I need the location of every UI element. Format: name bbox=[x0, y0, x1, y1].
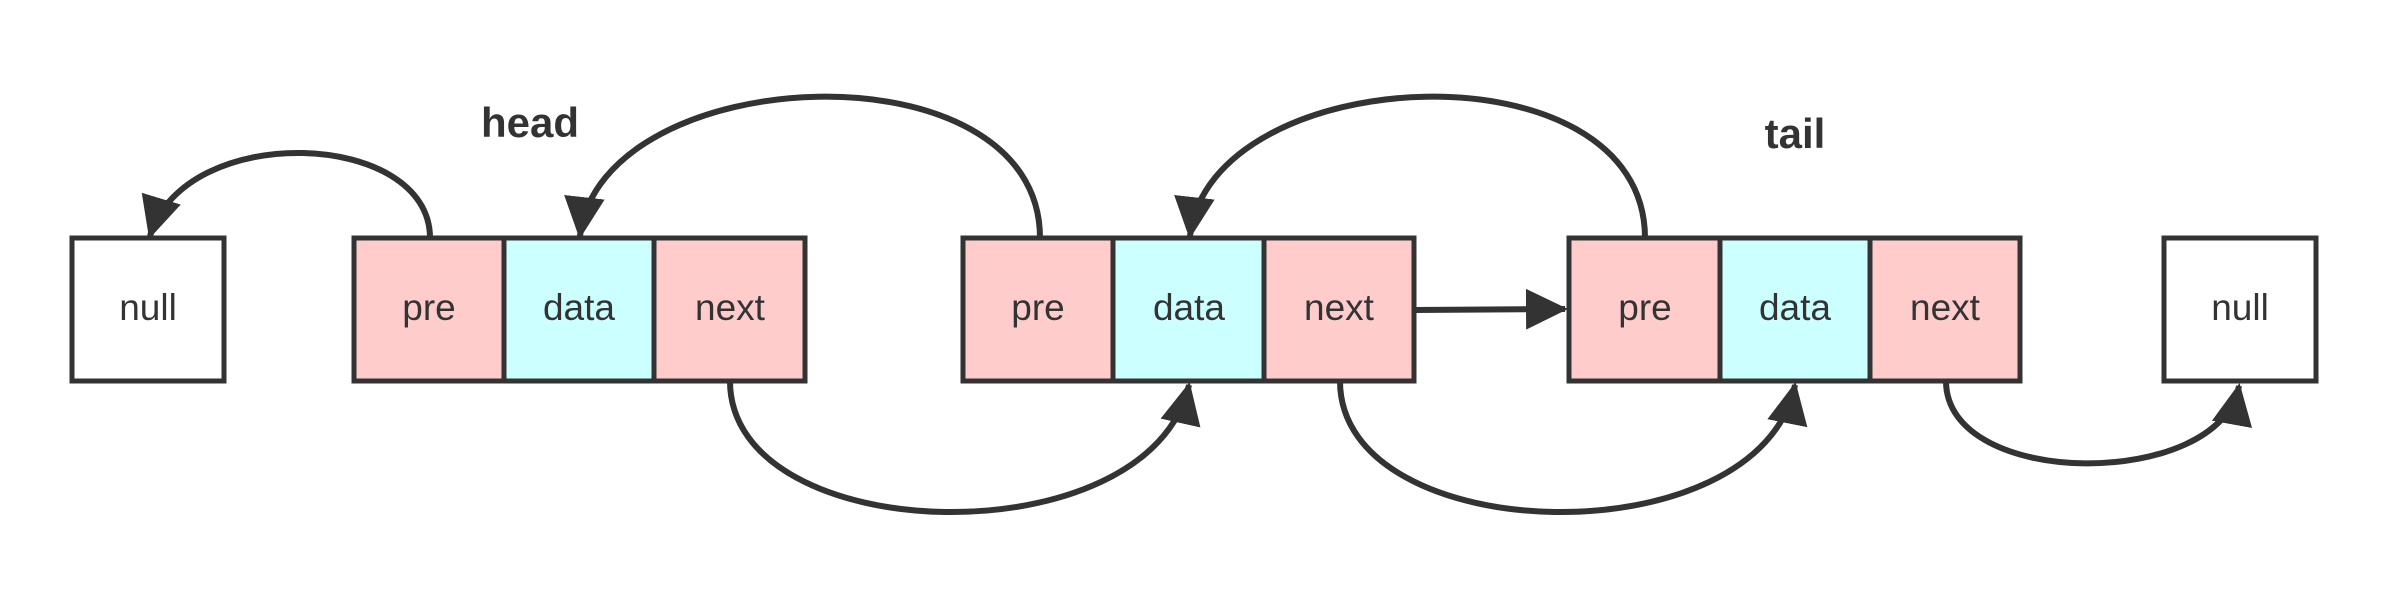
node-1-pre-label: pre bbox=[402, 287, 455, 328]
node-3-data-cell bbox=[1717, 235, 1873, 384]
list-node-2: pre data next bbox=[960, 235, 1417, 384]
node-3-pre-cell bbox=[1566, 235, 1723, 384]
node-2-data-label: data bbox=[1153, 287, 1225, 328]
null-label-left: null bbox=[119, 287, 177, 328]
arrow-node2-next-to-node3-data bbox=[1337, 380, 1808, 515]
arrow-node3-next-to-null bbox=[1943, 380, 2252, 467]
node-3-next-cell bbox=[1867, 235, 2023, 384]
node-3-next-label: next bbox=[1910, 287, 1981, 328]
list-node-3: pre data next bbox=[1566, 235, 2023, 384]
node-1-data-label: data bbox=[543, 287, 615, 328]
null-label-right: null bbox=[2211, 287, 2269, 328]
node-2-pre-label: pre bbox=[1011, 287, 1064, 328]
tail-label: tail bbox=[1765, 110, 1826, 157]
head-label: head bbox=[481, 99, 579, 146]
node-3-pre-label: pre bbox=[1618, 287, 1671, 328]
node-2-pre-cell bbox=[960, 235, 1116, 384]
node-1-pre-cell bbox=[351, 235, 507, 384]
null-box-right: null bbox=[2161, 235, 2319, 384]
node-1-next-cell bbox=[651, 235, 808, 384]
arrow-node2-pre-to-node1-data bbox=[564, 93, 1043, 239]
null-cell-left bbox=[69, 235, 227, 384]
arrow-node1-pre-to-null bbox=[141, 150, 433, 239]
arrow-node1-next-to-node2-data bbox=[727, 380, 1201, 515]
node-2-data-cell bbox=[1110, 235, 1267, 384]
node-3-data-label: data bbox=[1759, 287, 1831, 328]
null-cell-right bbox=[2161, 235, 2319, 384]
arrow-node3-pre-to-node2-data bbox=[1174, 93, 1648, 239]
arrow-node2-next-to-node3-pre bbox=[1413, 288, 1568, 330]
node-2-next-label: next bbox=[1304, 287, 1375, 328]
node-1-next-label: next bbox=[695, 287, 766, 328]
list-node-1: pre data next bbox=[351, 235, 808, 384]
null-box-left: null bbox=[69, 235, 227, 384]
